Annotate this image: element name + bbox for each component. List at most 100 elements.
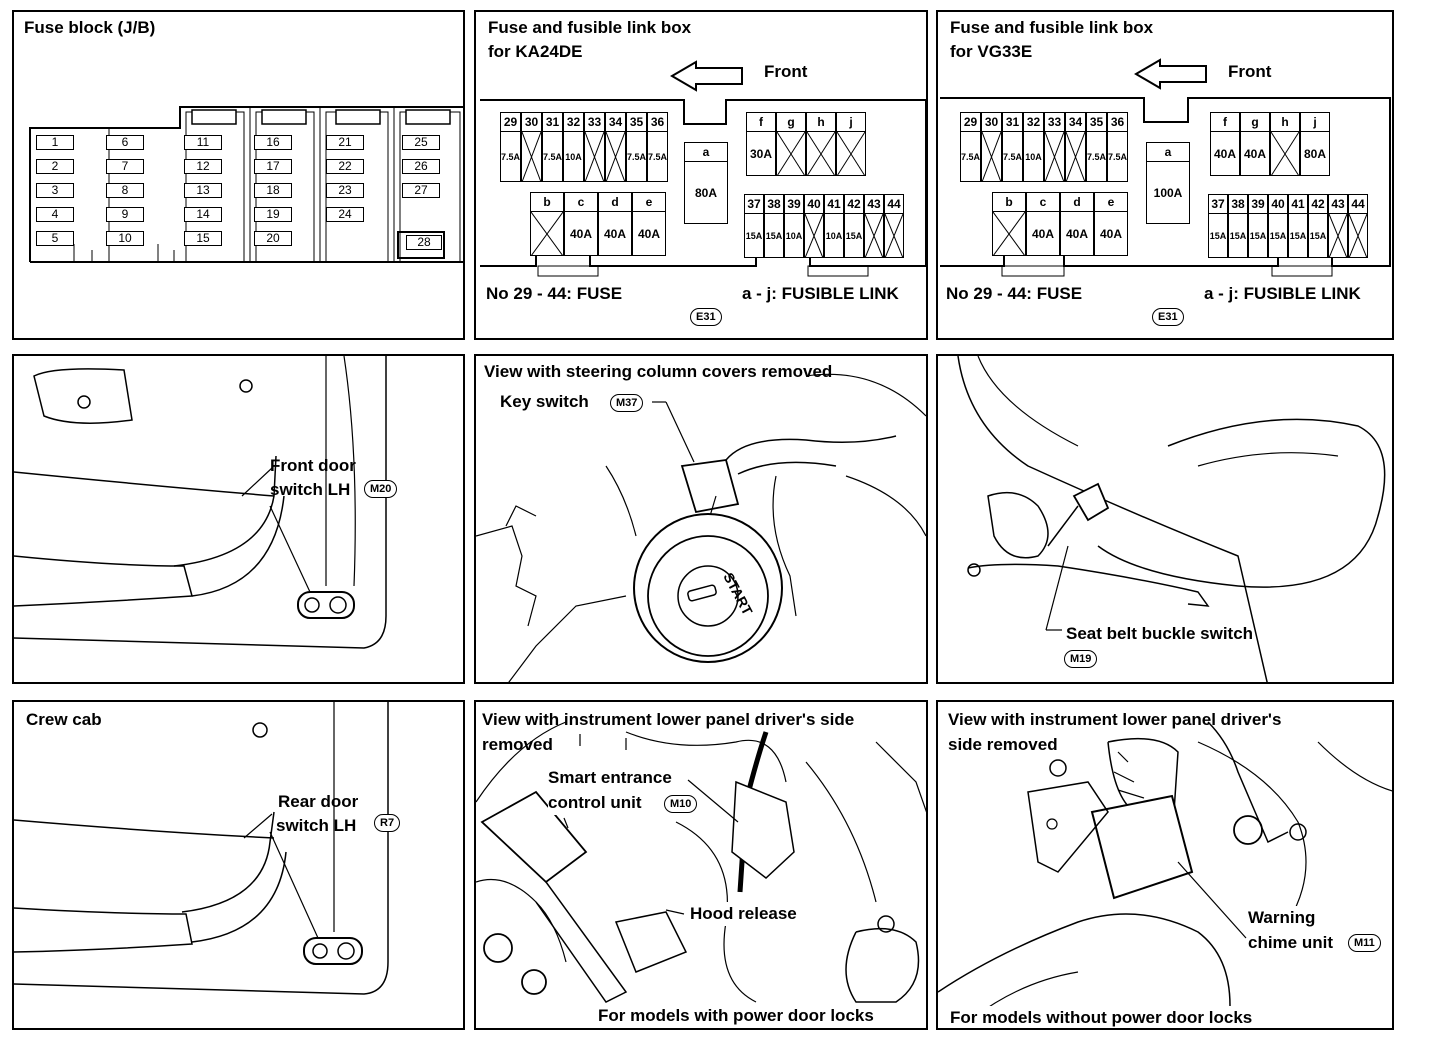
fuse-number: 12 <box>184 159 222 174</box>
panel-title: Crew cab <box>26 710 102 729</box>
cell-id: e <box>633 193 665 212</box>
cell-rating: 40A <box>1243 147 1266 161</box>
empty-slot-x <box>1329 214 1347 258</box>
fuse-cell: 31 7.5A <box>1002 112 1023 182</box>
fuse-number: 7 <box>106 159 144 174</box>
front-arrow-icon <box>1134 58 1207 90</box>
empty-slot-x <box>1349 214 1367 258</box>
cell-id: j <box>1301 113 1329 132</box>
panel-title-line1: Fuse and fusible link box <box>488 18 692 37</box>
connector-e31: E31 <box>1152 308 1184 326</box>
empty-slot-x <box>885 214 903 258</box>
cell-id: 33 <box>585 113 604 132</box>
cell-rating: 40A <box>1031 227 1054 241</box>
fuse-number: 28 <box>406 235 442 250</box>
cell-rating: 7.5A <box>1087 152 1107 162</box>
cell-rating: 7.5A <box>648 152 668 162</box>
cell-id: 39 <box>785 195 803 214</box>
empty-slot-x <box>1045 132 1064 182</box>
fusible-link-cell: h <box>806 112 836 176</box>
cell-rating: 40A <box>1099 227 1122 241</box>
cell-rating: 7.5A <box>1003 152 1023 162</box>
panel-title-line1: Fuse and fusible link box <box>950 18 1154 37</box>
key-switch-panel: View with steering column covers removed… <box>474 354 928 684</box>
fuse-number: 17 <box>254 159 292 174</box>
fuse-number: 23 <box>326 183 364 198</box>
fusible-link-cell: b <box>530 192 564 256</box>
warning-chime-label-line2: chime unit <box>1248 931 1334 955</box>
cell-id: 36 <box>648 113 667 132</box>
front-label: Front <box>1228 62 1272 81</box>
instrument-panel-illustration <box>938 721 1392 1028</box>
fuse-cell: 34 <box>605 112 626 182</box>
cell-rating: 40A <box>1213 147 1236 161</box>
cell-id: 37 <box>1209 195 1227 214</box>
fuse-cell: 36 7.5A <box>647 112 668 182</box>
cell-rating: 15A <box>1289 231 1307 241</box>
connector-e31: E31 <box>690 308 722 326</box>
cell-id: h <box>1271 113 1299 132</box>
fuse-number: 1 <box>36 135 74 150</box>
cell-rating: 80A <box>1303 147 1326 161</box>
fuse-number: 15 <box>184 231 222 246</box>
fuse-number: 3 <box>36 183 74 198</box>
fuse-cell: 44 <box>1348 194 1368 258</box>
cell-id: 31 <box>1003 113 1022 132</box>
cell-id: 44 <box>1349 195 1367 214</box>
cell-id: 42 <box>1309 195 1327 214</box>
connector-m10: M10 <box>664 795 698 813</box>
cell-id: c <box>565 193 597 212</box>
fuse-legend: No 29 - 44: FUSE <box>486 284 623 303</box>
cell-rating: 15A <box>745 231 763 241</box>
cell-rating: 7.5A <box>1108 152 1128 162</box>
fuse-number: 5 <box>36 231 74 246</box>
rear-door-switch-label-line2: switch LH <box>276 816 357 835</box>
cell-id: h <box>807 113 835 132</box>
cell-rating: 15A <box>1209 231 1227 241</box>
fusible-link-cell: f 40A <box>1210 112 1240 176</box>
panel-title-line1: View with instrument lower panel driver'… <box>948 710 1282 729</box>
empty-slot-x <box>777 132 805 176</box>
panel-title: View with steering column covers removed <box>484 362 833 381</box>
cell-rating: 7.5A <box>961 152 981 162</box>
panel-title-line2: for VG33E <box>950 42 1033 61</box>
cell-rating: 40A <box>637 227 660 241</box>
fuse-legend: No 29 - 44: FUSE <box>946 284 1083 303</box>
cell-id: 37 <box>745 195 763 214</box>
connector-m19: M19 <box>1064 650 1098 668</box>
footer-note: For models without power door locks <box>950 1006 1253 1028</box>
cell-rating: 7.5A <box>627 152 647 162</box>
panel-title-line2: removed <box>482 735 553 754</box>
fuse-number: 18 <box>254 183 292 198</box>
cell-id: f <box>1211 113 1239 132</box>
cell-rating: 7.5A <box>501 152 521 162</box>
cell-id: 29 <box>961 113 980 132</box>
cell-rating: 15A <box>1309 231 1327 241</box>
fusible-link-cell: j <box>836 112 866 176</box>
empty-slot-x <box>606 132 625 182</box>
cell-id: a <box>685 143 727 162</box>
cell-id: e <box>1095 193 1127 212</box>
empty-slot-x <box>837 132 865 176</box>
fuse-cell: 44 <box>884 194 904 258</box>
cell-id: 40 <box>805 195 823 214</box>
connector-m20: M20 <box>364 480 398 498</box>
front-arrow-icon <box>670 60 743 92</box>
cell-id: 35 <box>1087 113 1106 132</box>
fuse-number: 14 <box>184 207 222 222</box>
cell-id: 32 <box>564 113 583 132</box>
seat-belt-switch-label: Seat belt buckle switch <box>1066 624 1254 643</box>
fuse-cell: 34 <box>1065 112 1086 182</box>
fuse-number: 10 <box>106 231 144 246</box>
empty-slot-x <box>982 132 1001 182</box>
front-door-switch-label-line2: switch LH <box>270 480 351 499</box>
